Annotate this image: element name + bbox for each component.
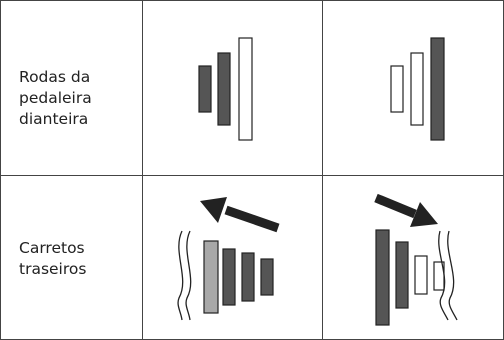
chainring-small	[390, 65, 404, 113]
wheel-edge-icon	[185, 230, 192, 321]
arrow-shaft	[224, 205, 280, 233]
rear-sprockets-shift-down	[374, 193, 458, 326]
sprocket-largest	[203, 240, 219, 314]
arrow-down-right-icon	[410, 202, 438, 227]
chainring-large	[238, 37, 253, 141]
sprocket-small	[260, 258, 274, 296]
chainring-middle	[217, 52, 231, 126]
rear-sprockets-shift-up	[177, 197, 280, 321]
chainring-small	[198, 65, 212, 113]
wheel-edge-icon	[438, 230, 449, 321]
sprocket-large	[395, 241, 409, 309]
wheel-edge-icon	[447, 230, 458, 321]
arrow-up-left-icon	[200, 197, 227, 223]
arrow-shaft	[374, 193, 417, 219]
sprocket-medium	[414, 255, 428, 295]
front-chainrings-large-ring-selected	[390, 37, 445, 141]
chainring-large	[430, 37, 445, 141]
front-chainrings-small-ring-selected	[198, 37, 253, 141]
row-label-front-chainrings: Rodas da pedaleira dianteira	[19, 68, 92, 128]
wheel-edge-icon	[177, 230, 184, 321]
sprocket-largest	[375, 229, 390, 326]
sprocket-medium	[241, 252, 255, 302]
sprocket-large	[222, 248, 236, 306]
chainring-middle	[410, 52, 424, 126]
row-label-rear-sprockets: Carretos traseiros	[19, 239, 87, 278]
